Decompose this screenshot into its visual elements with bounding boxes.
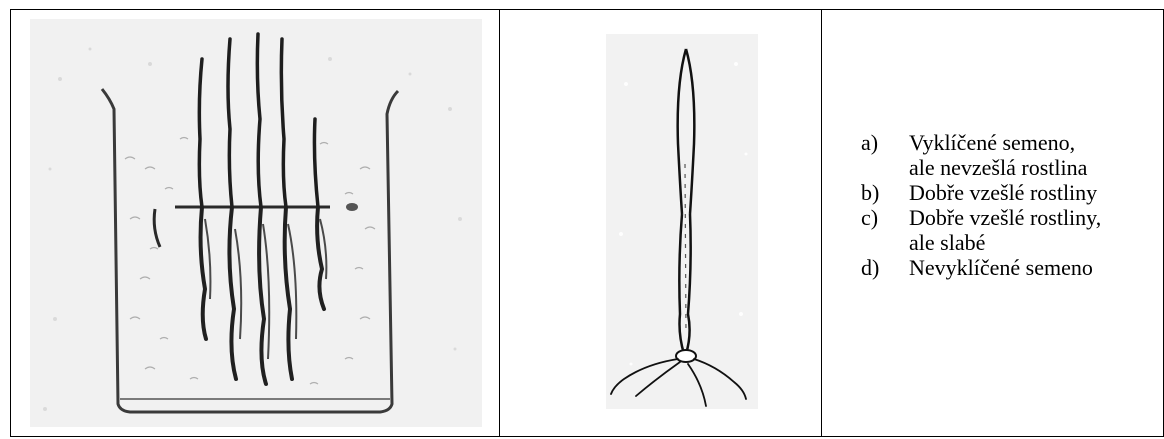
figure-table: a) Vyklíčené semeno, ale nevzešlá rostli… xyxy=(10,9,1164,437)
figure-row: a) Vyklíčené semeno, ale nevzešlá rostli… xyxy=(11,10,1164,437)
legend-item: b) Dobře vzešlé rostliny xyxy=(861,180,1104,205)
legend-text: Dobře vzešlé rostliny, ale slabé xyxy=(909,205,1104,255)
beaker-seedlings-image xyxy=(30,19,482,427)
beaker-cell xyxy=(11,10,500,437)
single-plant-image xyxy=(606,34,758,409)
legend-text: Nevyklíčené semeno xyxy=(909,255,1104,280)
legend-marker: c) xyxy=(861,205,909,230)
beaker-drawing xyxy=(30,19,482,427)
legend-text: Vyklíčené semeno, ale nevzešlá rostlina xyxy=(909,130,1104,180)
legend-marker: d) xyxy=(861,255,909,280)
legend-item: c) Dobře vzešlé rostliny, ale slabé xyxy=(861,205,1104,255)
plant-drawing xyxy=(606,34,758,409)
plant-cell xyxy=(500,10,822,437)
legend-text: Dobře vzešlé rostliny xyxy=(909,180,1104,205)
legend-item: d) Nevyklíčené semeno xyxy=(861,255,1104,280)
legend-item: a) Vyklíčené semeno, ale nevzešlá rostli… xyxy=(861,130,1104,180)
legend-marker: b) xyxy=(861,180,909,205)
legend-list: a) Vyklíčené semeno, ale nevzešlá rostli… xyxy=(861,130,1104,280)
legend-cell: a) Vyklíčené semeno, ale nevzešlá rostli… xyxy=(822,10,1164,437)
legend-marker: a) xyxy=(861,130,909,155)
